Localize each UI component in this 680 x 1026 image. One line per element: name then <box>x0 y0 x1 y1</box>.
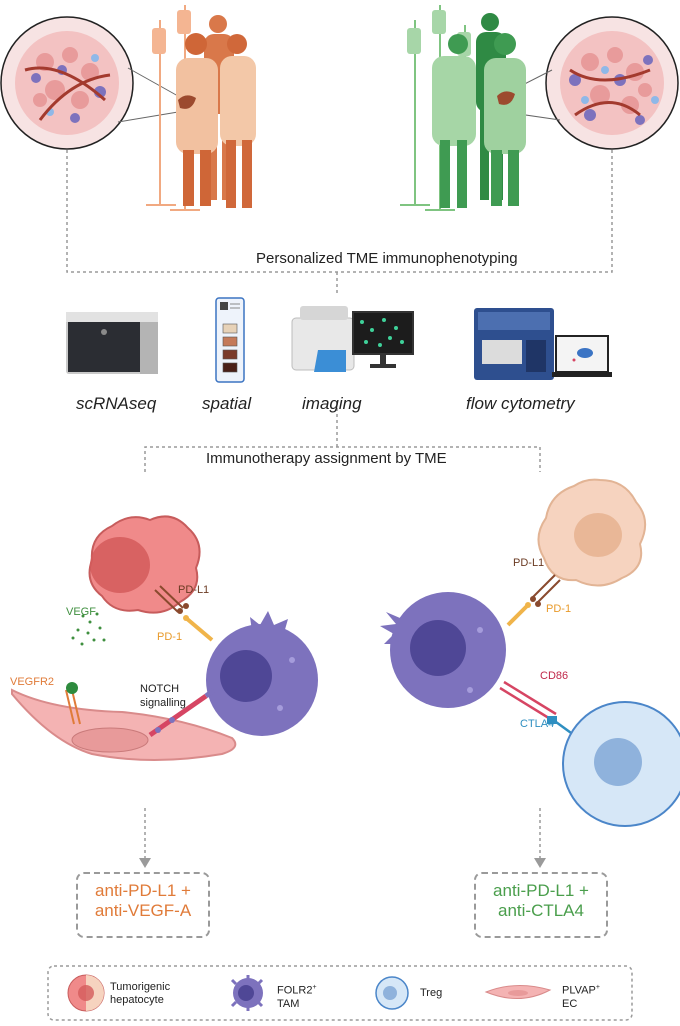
tumor-cell-right <box>537 478 647 587</box>
connector-assignment <box>144 402 541 472</box>
patient-group-orange <box>146 5 256 211</box>
label-vegfr2: VEGFR2 <box>10 676 55 688</box>
tumor-micrograph-right <box>545 16 679 150</box>
legend-ec-line1: PLVAP+ <box>562 981 600 998</box>
label-pd-l1-left: PD-L1 <box>178 584 210 596</box>
spatial-slide <box>215 297 245 383</box>
technique-imaging: imaging <box>302 394 362 413</box>
legend-tumor-icon <box>67 974 105 1012</box>
arrow-right <box>534 808 546 868</box>
legend-tam-sup: + <box>312 984 317 991</box>
label-signalling: signalling <box>140 697 186 709</box>
cd86-ctla4-pair <box>499 680 579 740</box>
pd-l1-pd-1-left <box>154 585 214 642</box>
legend-tumor-line1: Tumorigenic <box>110 981 171 993</box>
legend-tumor-line2: hepatocyte <box>110 994 164 1006</box>
vegfr2-receptor <box>65 682 81 725</box>
technique-scrnaseq: scRNAseq <box>76 394 157 413</box>
legend-ec-icon <box>484 984 552 1000</box>
tam-cell-right <box>380 592 506 708</box>
legend-tumor-label: Tumorigenic hepatocyte <box>110 981 170 1007</box>
arrow-left <box>139 808 151 868</box>
notch-signalling <box>148 688 216 738</box>
pd-l1-pd-1-right <box>506 574 561 627</box>
legend-tam-line2: TAM <box>277 997 300 1010</box>
endothelial-cell <box>11 688 237 761</box>
assignment-heading: Immunotherapy assignment by TME <box>200 450 453 467</box>
connector-personalized <box>66 150 613 294</box>
therapy-right-line1: anti-PD-L1 + <box>493 881 589 900</box>
therapy-left-line1: anti-PD-L1 + <box>95 881 191 900</box>
sequencer-device <box>66 312 158 374</box>
microscope-imaging <box>291 306 414 372</box>
tumor-micrograph-left <box>0 16 134 150</box>
vegf-dots <box>71 612 106 646</box>
therapy-right-line2: anti-CTLA4 <box>498 901 584 920</box>
patient-group-green <box>400 5 526 211</box>
legend-ec-sup: + <box>595 984 600 991</box>
legend-tam-label: FOLR2+ TAM <box>277 981 317 1011</box>
legend-ec-text: PLVAP <box>562 984 596 997</box>
legend-tam-icon <box>230 975 264 1011</box>
treg-cell <box>562 701 680 827</box>
legend-tam-text: FOLR2 <box>277 984 313 997</box>
therapy-box-left: anti-PD-L1 + anti-VEGF-A <box>76 872 210 938</box>
therapy-left-line2: anti-VEGF-A <box>94 901 192 920</box>
legend-box <box>47 965 633 1021</box>
tumor-cell-left <box>88 515 201 614</box>
technique-spatial: spatial <box>202 394 252 413</box>
label-pd-l1-right: PD-L1 <box>513 557 545 569</box>
label-notch: NOTCH <box>140 683 180 695</box>
legend-treg-label: Treg <box>420 987 443 999</box>
label-ctla4: CTLA4 <box>520 718 555 730</box>
label-pd-1-left: PD-1 <box>157 631 183 643</box>
technique-flow-cytometry: flow cytometry <box>466 394 575 413</box>
legend-ec-label: PLVAP+ EC <box>562 981 600 1011</box>
personalized-heading: Personalized TME immunophenotyping <box>250 250 524 267</box>
legend-treg-icon <box>375 976 409 1010</box>
tam-cell-left <box>206 611 318 736</box>
label-cd86: CD86 <box>540 670 569 682</box>
label-pd-1-right: PD-1 <box>546 603 572 615</box>
flow-cytometer <box>474 308 612 380</box>
legend-ec-line2: EC <box>562 997 578 1010</box>
label-vegf: VEGF <box>66 606 96 618</box>
therapy-box-right: anti-PD-L1 + anti-CTLA4 <box>474 872 608 938</box>
legend-tam-line1: FOLR2+ <box>277 981 317 998</box>
